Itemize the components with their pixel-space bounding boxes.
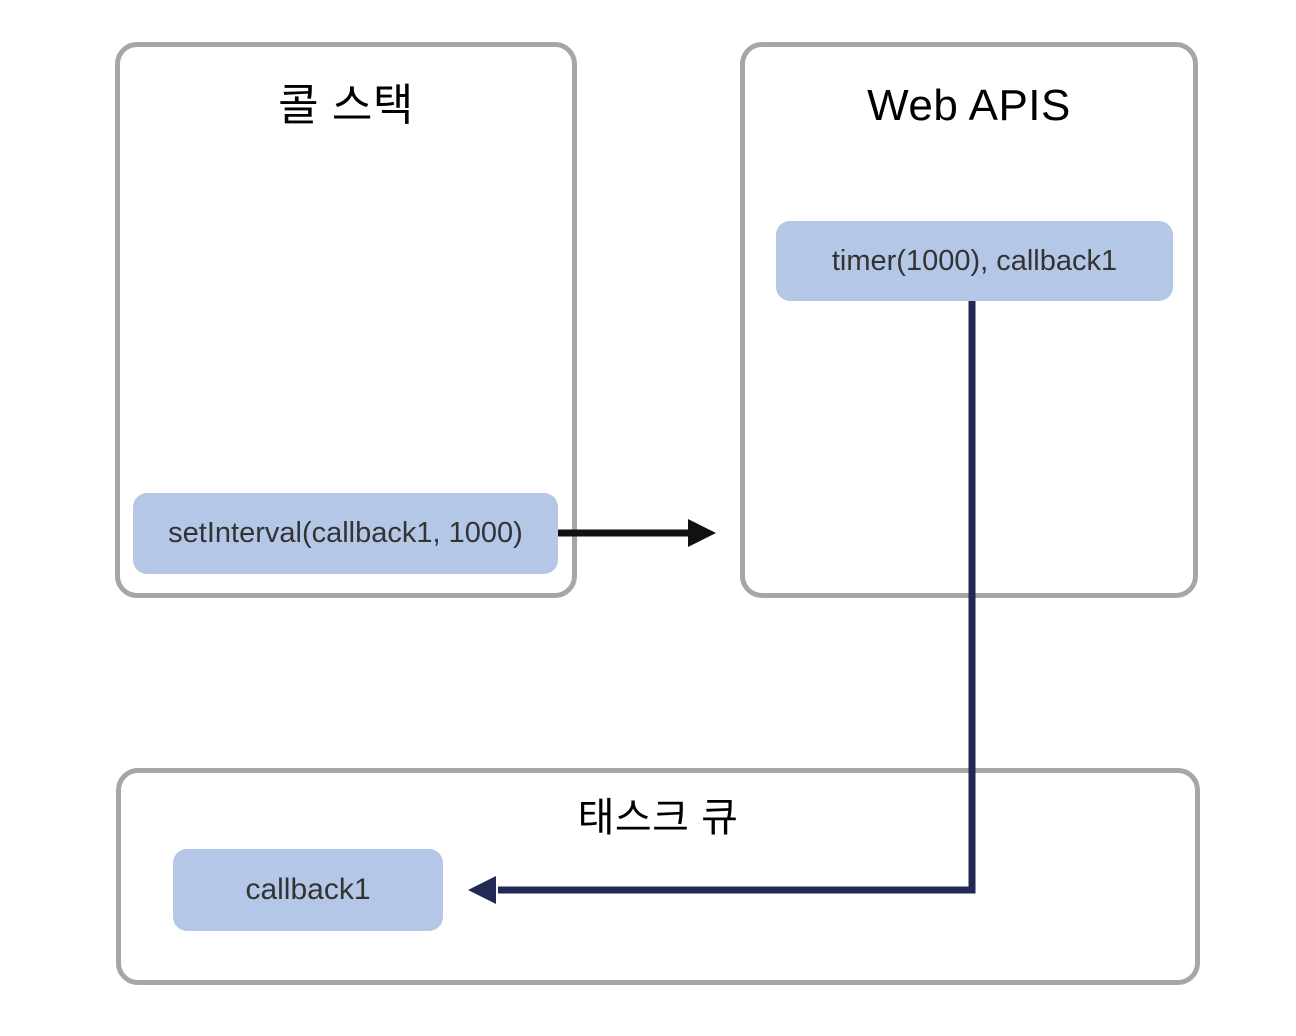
- arrow-setinterval-to-webapis: [558, 519, 716, 547]
- timer-chip: timer(1000), callback1: [776, 221, 1173, 301]
- task-queue-title: 태스크 큐: [577, 796, 739, 840]
- web-apis-title: Web APIS: [867, 81, 1071, 130]
- setinterval-chip: setInterval(callback1, 1000): [133, 493, 558, 574]
- arrow-right-head-icon: [688, 519, 716, 547]
- callback1-chip: callback1: [173, 849, 443, 931]
- call-stack-title: 콜 스택: [278, 81, 414, 130]
